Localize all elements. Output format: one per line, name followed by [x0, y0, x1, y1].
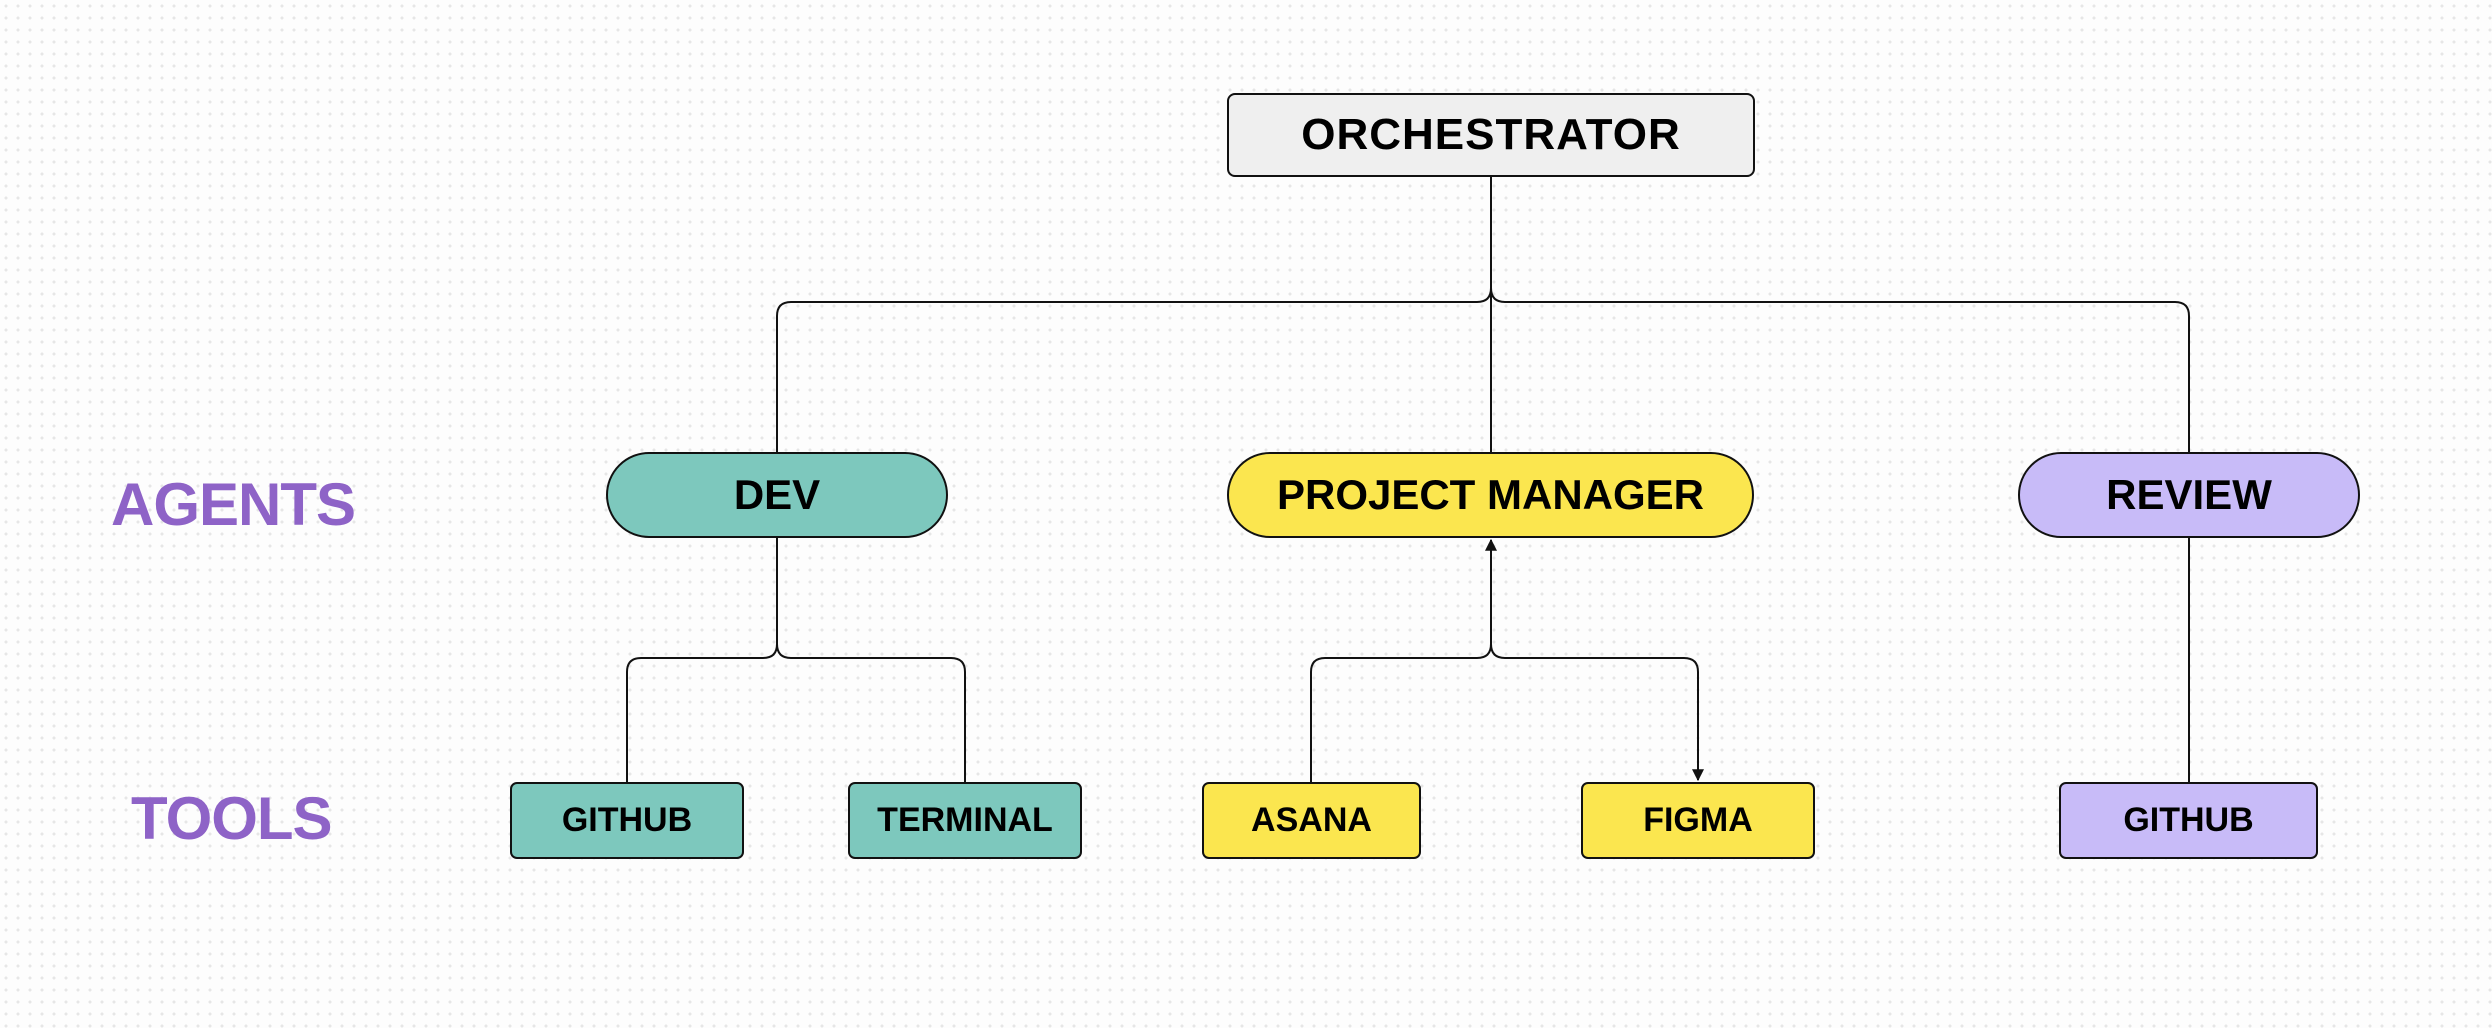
figma-tool-label: FIGMA [1643, 801, 1753, 839]
dev-github-tool-label: GITHUB [561, 801, 693, 839]
dev-agent-node[interactable]: DEV [606, 452, 948, 538]
connector-project-manager-to-figma [1490, 643, 1704, 782]
asana-tool-label: ASANA [1251, 801, 1372, 839]
terminal-tool-node[interactable]: TERMINAL [848, 782, 1082, 859]
terminal-tool-label: TERMINAL [877, 801, 1053, 839]
figma-tool-node[interactable]: FIGMA [1581, 782, 1815, 859]
orchestrator-node[interactable]: ORCHESTRATOR [1227, 93, 1755, 177]
asana-tool-node[interactable]: ASANA [1202, 782, 1421, 859]
orchestrator-label: ORCHESTRATOR [1301, 110, 1681, 159]
tools-row-label: TOOLS [131, 785, 333, 852]
connector-asana-to-project-manager [1310, 538, 1497, 782]
connector-orchestrator-to-dev [776, 177, 1492, 452]
dev-github-tool-node[interactable]: GITHUB [510, 782, 744, 859]
review-github-tool-node[interactable]: GITHUB [2059, 782, 2318, 859]
connector-dev-to-github [626, 538, 778, 782]
connector-dev-to-terminal [776, 538, 966, 782]
connector-orchestrator-to-review [1490, 177, 2190, 452]
project-manager-agent-node[interactable]: PROJECT MANAGER [1227, 452, 1754, 538]
review-agent-node[interactable]: REVIEW [2018, 452, 2360, 538]
project-manager-agent-label: PROJECT MANAGER [1276, 471, 1705, 518]
review-github-tool-label: GITHUB [2123, 801, 2254, 839]
agents-row-label: AGENTS [111, 471, 356, 538]
review-agent-label: REVIEW [2106, 471, 2272, 518]
dev-agent-label: DEV [733, 471, 821, 518]
